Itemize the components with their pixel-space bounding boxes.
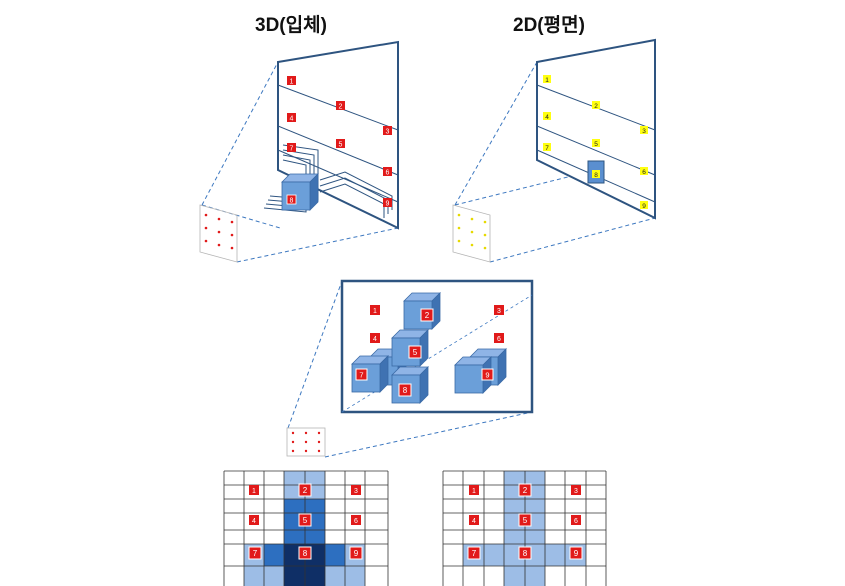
svg-text:8: 8: [303, 549, 308, 558]
markers-grid-2d: 1 2 3 4 5 6 7 8 9: [467, 483, 583, 560]
grid-3d: 1 2 3 4 5 6 7 8 9: [223, 470, 389, 586]
svg-text:6: 6: [642, 169, 646, 176]
svg-text:6: 6: [386, 170, 390, 177]
svg-text:1: 1: [290, 79, 294, 86]
svg-text:4: 4: [472, 518, 476, 525]
svg-text:3: 3: [354, 488, 358, 495]
svg-text:3: 3: [386, 129, 390, 136]
svg-text:2: 2: [523, 486, 528, 495]
svg-text:5: 5: [523, 516, 528, 525]
title-3d: 3D(입체): [255, 15, 327, 36]
source-dots-3d: [204, 213, 234, 250]
svg-text:8: 8: [290, 198, 294, 205]
closeup-inner-dash: [341, 294, 533, 413]
svg-text:9: 9: [485, 371, 489, 380]
svg-text:1: 1: [252, 488, 256, 495]
svg-text:9: 9: [642, 203, 646, 210]
cube-3d: [281, 173, 319, 211]
projection-frame-2d: [536, 38, 656, 220]
svg-text:4: 4: [373, 336, 377, 343]
svg-text:5: 5: [594, 141, 598, 148]
markers-2d: 1 2 3 4 5 6 7 8 9: [543, 75, 648, 210]
svg-text:3: 3: [574, 488, 578, 495]
svg-text:7: 7: [253, 549, 258, 558]
panel-3d: 1 2 3 4 5 6 7 8 9: [199, 40, 399, 263]
svg-text:6: 6: [497, 336, 501, 343]
svg-text:2: 2: [303, 486, 308, 495]
svg-text:6: 6: [574, 518, 578, 525]
svg-text:4: 4: [252, 518, 256, 525]
svg-text:2: 2: [425, 311, 430, 320]
svg-text:1: 1: [545, 77, 549, 84]
svg-text:9: 9: [386, 201, 390, 208]
base-plane-3d: [199, 204, 238, 263]
svg-text:4: 4: [545, 114, 549, 121]
svg-text:6: 6: [354, 518, 358, 525]
svg-text:8: 8: [594, 172, 598, 179]
svg-text:2: 2: [594, 103, 598, 110]
source-dots-closeup: [291, 431, 321, 453]
markers-grid-3d: 1 2 3 4 5 6 7 8 9: [248, 483, 363, 560]
svg-text:9: 9: [354, 549, 359, 558]
panel-closeup: 1 2 3 4 5 6 7 8 9: [286, 279, 534, 458]
svg-text:3: 3: [642, 128, 646, 135]
panel-2d: 1 2 3 4 5 6 7 8 9: [452, 38, 656, 263]
svg-text:1: 1: [373, 308, 377, 315]
svg-text:5: 5: [413, 348, 418, 357]
base-plane-2d: [452, 204, 491, 263]
svg-text:9: 9: [574, 549, 579, 558]
svg-text:7: 7: [290, 146, 294, 153]
svg-text:7: 7: [472, 549, 477, 558]
svg-text:8: 8: [523, 549, 528, 558]
title-2d: 2D(평면): [513, 15, 585, 36]
dash-lines-2d: [454, 61, 656, 263]
markers-closeup: 1 2 3 4 5 6 7 8 9: [355, 305, 504, 397]
dash-lines-closeup: [287, 280, 533, 458]
source-dots-2d: [457, 213, 487, 250]
svg-text:4: 4: [290, 116, 294, 123]
svg-text:7: 7: [359, 371, 363, 380]
svg-text:2: 2: [339, 104, 343, 111]
svg-text:5: 5: [339, 142, 343, 149]
grid-2d: 1 2 3 4 5 6 7 8 9: [442, 470, 607, 586]
svg-text:1: 1: [472, 488, 476, 495]
svg-text:3: 3: [497, 308, 501, 315]
dash-lines-3d: [201, 61, 399, 263]
svg-text:7: 7: [545, 145, 549, 152]
svg-text:5: 5: [303, 516, 308, 525]
markers-3d: 1 2 3 4 5 6 7 8 9: [286, 76, 392, 208]
svg-text:8: 8: [403, 386, 408, 395]
